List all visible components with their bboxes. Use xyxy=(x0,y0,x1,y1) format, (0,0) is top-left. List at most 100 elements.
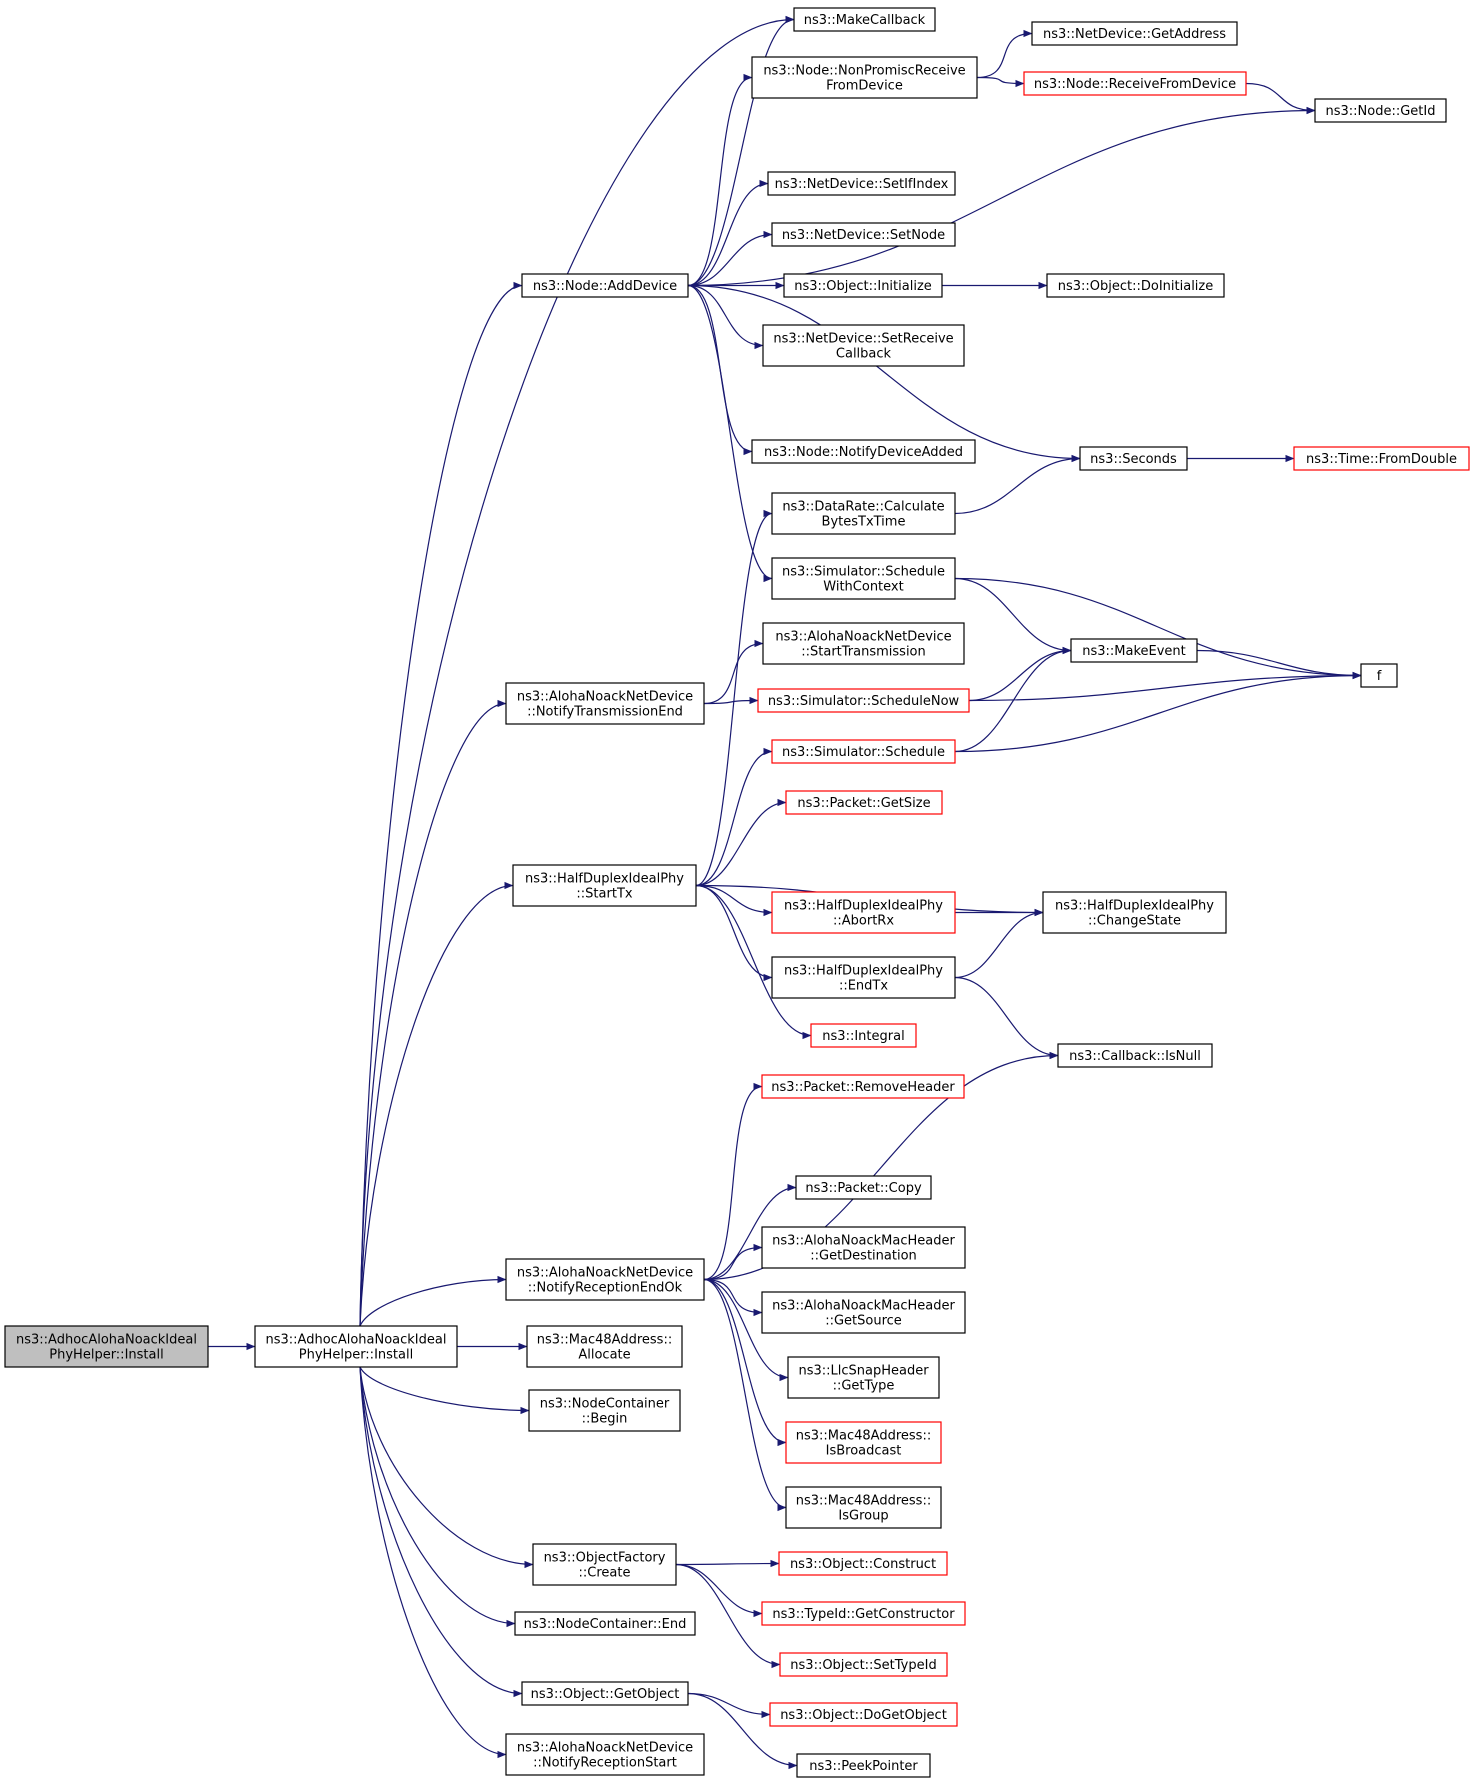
node-makeevent[interactable]: ns3::MakeEvent xyxy=(1070,638,1198,663)
node-label-notifyrxstart-0: ns3::AlohaNoackNetDevice xyxy=(517,1741,693,1756)
node-label-allocate-0: ns3::Mac48Address:: xyxy=(537,1333,672,1348)
node-label-endtx-1: ::EndTx xyxy=(839,979,888,994)
node-schedule[interactable]: ns3::Simulator::Schedule xyxy=(771,739,956,764)
node-receivefromdevice[interactable]: ns3::Node::ReceiveFromDevice xyxy=(1023,71,1247,96)
node-schednow[interactable]: ns3::Simulator::ScheduleNow xyxy=(757,688,970,713)
node-notifydeviceadded[interactable]: ns3::Node::NotifyDeviceAdded xyxy=(751,439,976,464)
node-makecallback[interactable]: ns3::MakeCallback xyxy=(793,7,936,32)
node-copy[interactable]: ns3::Packet::Copy xyxy=(795,1175,932,1200)
node-label-starttransmission-0: ns3::AlohaNoackNetDevice xyxy=(775,630,951,645)
node-settypeid[interactable]: ns3::Object::SetTypeId xyxy=(779,1652,948,1677)
node-peekpointer[interactable]: ns3::PeekPointer xyxy=(796,1753,931,1778)
node-create[interactable]: ns3::ObjectFactory::Create xyxy=(532,1543,677,1586)
node-begin[interactable]: ns3::NodeContainer::Begin xyxy=(528,1389,681,1432)
node-setnode[interactable]: ns3::NetDevice::SetNode xyxy=(771,222,956,247)
node-getsource[interactable]: ns3::AlohaNoackMacHeader::GetSource xyxy=(761,1291,966,1334)
node-integral[interactable]: ns3::Integral xyxy=(810,1023,917,1048)
edge-install-to-begin xyxy=(359,1366,530,1415)
node-box-getdestination xyxy=(761,1226,966,1269)
edge-create-to-getconstructor xyxy=(675,1563,763,1618)
node-isbroadcast[interactable]: ns3::Mac48Address::IsBroadcast xyxy=(785,1421,942,1464)
node-box-end xyxy=(514,1611,696,1636)
node-changestate[interactable]: ns3::HalfDuplexIdealPhy::ChangeState xyxy=(1042,891,1227,934)
node-gettype[interactable]: ns3::LlcSnapHeader::GetType xyxy=(787,1356,940,1399)
node-box-endtx xyxy=(771,956,956,999)
node-label-dogetobject-0: ns3::Object::DoGetObject xyxy=(780,1708,947,1723)
node-label-getobject-0: ns3::Object::GetObject xyxy=(531,1687,680,1702)
node-label-integral-0: ns3::Integral xyxy=(822,1029,904,1044)
edge-receivefromdevice-to-getid xyxy=(1245,82,1316,115)
edge-adddevice-to-makecallback xyxy=(687,15,795,287)
edge-adddevice-to-seconds xyxy=(687,284,1081,463)
node-getdestination[interactable]: ns3::AlohaNoackMacHeader::GetDestination xyxy=(761,1226,966,1269)
node-box-starttx xyxy=(512,864,697,907)
node-label-root-0: ns3::AdhocAlohaNoackIdeal xyxy=(16,1333,197,1348)
node-label-begin-0: ns3::NodeContainer xyxy=(540,1397,670,1412)
node-getobject[interactable]: ns3::Object::GetObject xyxy=(521,1681,689,1706)
node-notifytxend[interactable]: ns3::AlohaNoackNetDevice::NotifyTransmis… xyxy=(505,682,705,725)
node-allocate[interactable]: ns3::Mac48Address::Allocate xyxy=(526,1325,683,1368)
node-root[interactable]: ns3::AdhocAlohaNoackIdealPhyHelper::Inst… xyxy=(4,1325,209,1368)
edge-notifyrxendok-to-isbroadcast xyxy=(703,1278,787,1447)
node-label-setreceive-1: Callback xyxy=(836,347,892,362)
edge-adddevice-to-setreceive xyxy=(687,284,764,350)
node-label-isbroadcast-0: ns3::Mac48Address:: xyxy=(796,1429,931,1444)
node-label-starttransmission-1: ::StartTransmission xyxy=(801,645,926,660)
node-initialize[interactable]: ns3::Object::Initialize xyxy=(783,273,943,298)
node-box-notifytxend xyxy=(505,682,705,725)
node-dogetobject[interactable]: ns3::Object::DoGetObject xyxy=(769,1702,958,1727)
node-box-install xyxy=(254,1325,458,1368)
node-endtx[interactable]: ns3::HalfDuplexIdealPhy::EndTx xyxy=(771,956,956,999)
node-abortrx[interactable]: ns3::HalfDuplexIdealPhy::AbortRx xyxy=(771,891,956,934)
node-getconstructor[interactable]: ns3::TypeId::GetConstructor xyxy=(761,1601,966,1626)
node-isnull[interactable]: ns3::Callback::IsNull xyxy=(1057,1043,1213,1068)
node-box-setreceive xyxy=(762,324,965,367)
node-starttx[interactable]: ns3::HalfDuplexIdealPhy::StartTx xyxy=(512,864,697,907)
node-label-isgroup-0: ns3::Mac48Address:: xyxy=(796,1494,931,1509)
node-label-isgroup-1: IsGroup xyxy=(838,1509,888,1524)
node-label-f-0: f xyxy=(1377,669,1382,684)
edge-create-to-construct xyxy=(675,1559,780,1568)
node-label-makeevent-0: ns3::MakeEvent xyxy=(1082,644,1186,659)
node-starttransmission[interactable]: ns3::AlohaNoackNetDevice::StartTransmiss… xyxy=(762,622,965,665)
node-notifyrxstart[interactable]: ns3::AlohaNoackNetDevice::NotifyReceptio… xyxy=(505,1733,705,1776)
edge-install-to-makecallback xyxy=(359,15,795,1327)
node-label-abortrx-1: ::AbortRx xyxy=(833,914,894,929)
node-getsize[interactable]: ns3::Packet::GetSize xyxy=(785,790,943,815)
edge-notifyrxendok-to-isgroup xyxy=(703,1278,787,1512)
node-construct[interactable]: ns3::Object::Construct xyxy=(778,1551,948,1576)
node-install[interactable]: ns3::AdhocAlohaNoackIdealPhyHelper::Inst… xyxy=(254,1325,458,1368)
node-fromdouble[interactable]: ns3::Time::FromDouble xyxy=(1293,446,1470,471)
node-label-abortrx-0: ns3::HalfDuplexIdealPhy xyxy=(784,899,943,914)
edge-calcbytes-to-seconds xyxy=(954,454,1081,515)
node-box-calcbytes xyxy=(771,492,956,535)
node-isgroup[interactable]: ns3::Mac48Address::IsGroup xyxy=(785,1486,942,1529)
node-adddevice[interactable]: ns3::Node::AddDevice xyxy=(521,273,689,298)
node-f[interactable]: f xyxy=(1360,663,1398,688)
node-seconds[interactable]: ns3::Seconds xyxy=(1079,446,1188,471)
node-box-getconstructor xyxy=(761,1601,966,1626)
edge-install-to-notifyrxendok xyxy=(359,1275,507,1327)
node-label-install-0: ns3::AdhocAlohaNoackIdeal xyxy=(266,1333,447,1348)
node-setifindex[interactable]: ns3::NetDevice::SetIfIndex xyxy=(767,171,956,196)
edge-schednow-to-f xyxy=(968,671,1362,702)
node-removeheader[interactable]: ns3::Packet::RemoveHeader xyxy=(761,1074,965,1099)
node-box-abortrx xyxy=(771,891,956,934)
edge-install-to-getobject xyxy=(359,1366,523,1698)
node-getid[interactable]: ns3::Node::GetId xyxy=(1314,98,1447,123)
node-doinitialize[interactable]: ns3::Object::DoInitialize xyxy=(1046,273,1225,298)
node-box-getobject xyxy=(521,1681,689,1706)
node-label-changestate-0: ns3::HalfDuplexIdealPhy xyxy=(1055,899,1214,914)
node-box-receivefromdevice xyxy=(1023,71,1247,96)
node-label-schedwithctx-1: WithContext xyxy=(823,580,903,595)
node-label-getsize-0: ns3::Packet::GetSize xyxy=(797,796,930,811)
node-notifyrxendok[interactable]: ns3::AlohaNoackNetDevice::NotifyReceptio… xyxy=(505,1258,705,1301)
node-getaddress[interactable]: ns3::NetDevice::GetAddress xyxy=(1031,21,1238,46)
node-end[interactable]: ns3::NodeContainer::End xyxy=(514,1611,696,1636)
node-label-initialize-0: ns3::Object::Initialize xyxy=(794,279,932,294)
node-box-fromdouble xyxy=(1293,446,1470,471)
